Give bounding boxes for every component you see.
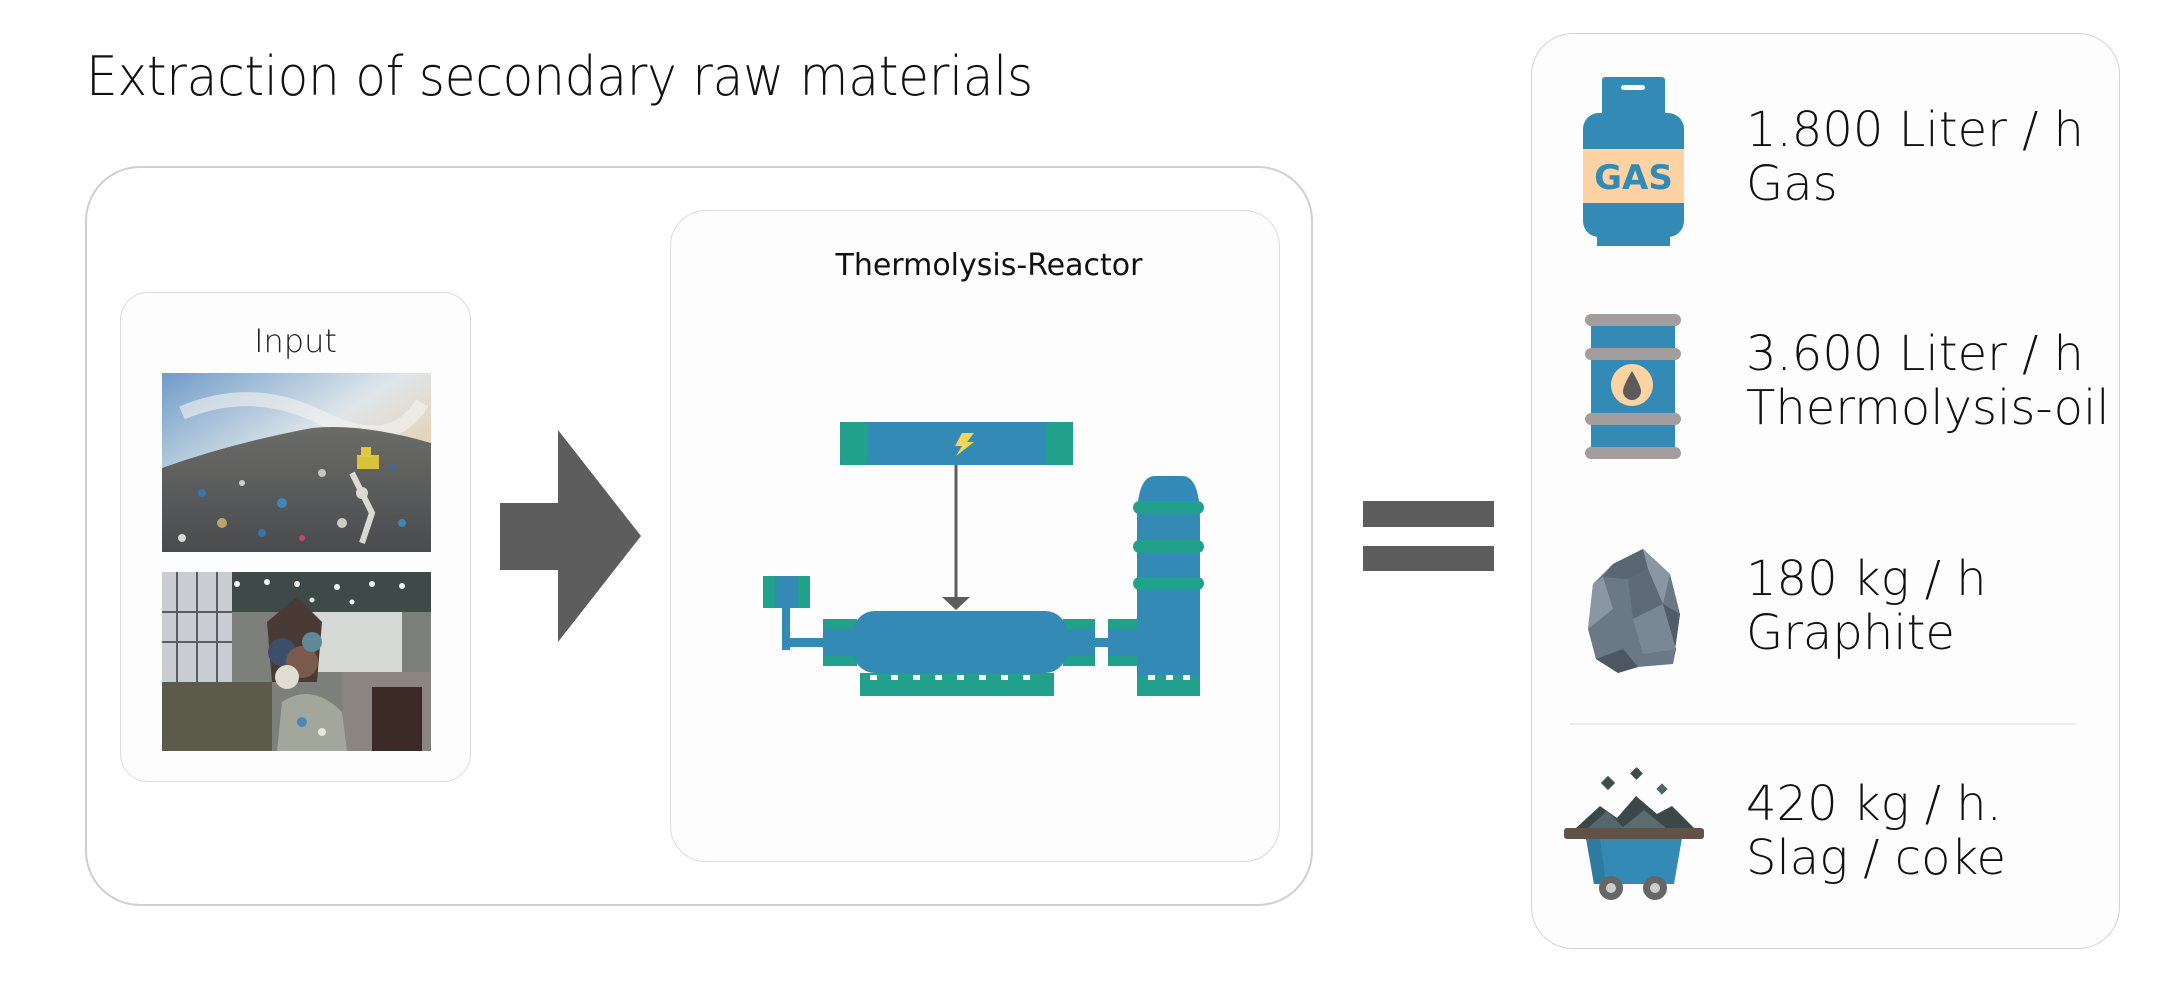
lightning-icon [955,433,974,456]
gas-amount: 1.800 Liter / h [1746,102,2084,158]
slag-amount: 420 kg / h. [1746,776,2002,832]
graphite-rock-icon [1588,549,1680,673]
reactor-label: Thermolysis-Reactor [835,248,1143,283]
graphite-amount: 180 kg / h [1746,551,1987,607]
thermolysis-reactor-diagram [763,422,1204,696]
oil-label: Thermolysis-oil [1746,380,2110,436]
oil-barrel-icon [1585,314,1681,459]
slag-label: Slag / coke [1746,830,2007,886]
feed-hopper [763,576,824,650]
coal-cart-icon [1564,767,1704,900]
divider [1570,723,2076,725]
gas-label: Gas [1746,156,1838,212]
graphite-label: Graphite [1746,605,1955,661]
reactor-drum [823,611,1138,696]
gas-cylinder-icon: GAS [1583,77,1684,246]
waste-bunker-photo [162,572,431,751]
svg-text:GAS: GAS [1594,158,1673,198]
oil-amount: 3.600 Liter / h [1746,326,2084,382]
heat-flow-arrow [942,465,970,610]
input-label: Input [254,322,337,360]
page-title: Extraction of secondary raw materials [86,45,1033,108]
landfill-photo [162,373,431,552]
arrow-right-icon [500,430,641,642]
distillation-column [1133,476,1204,696]
equals-icon [1363,501,1494,571]
